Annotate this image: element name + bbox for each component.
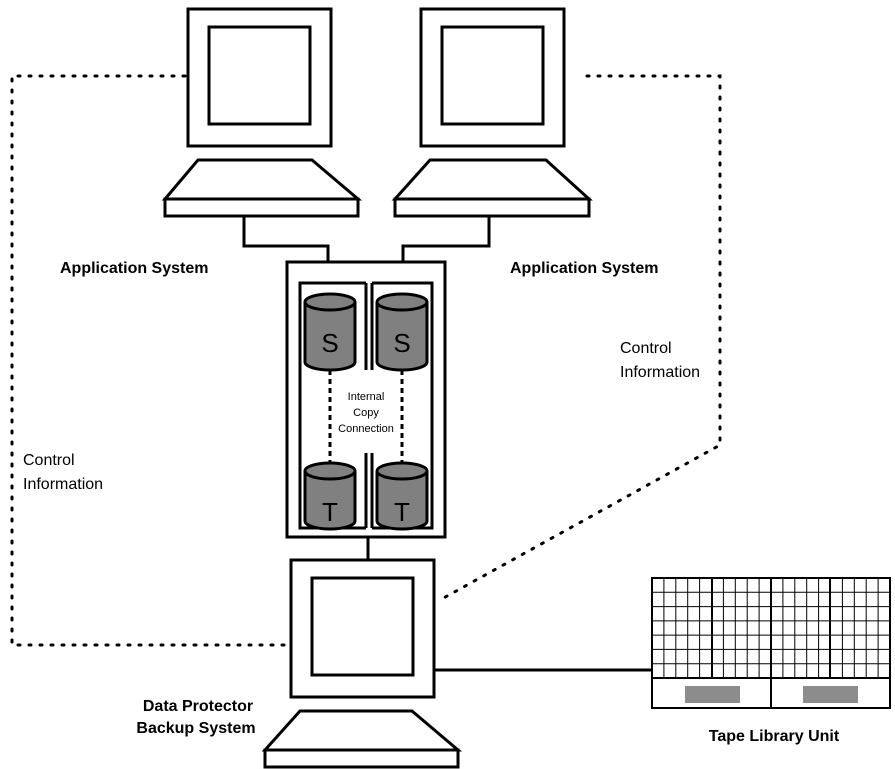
disk-letter-s-left: S <box>321 328 338 358</box>
tape-drive-slot-left <box>685 686 740 703</box>
target-disk-right: T <box>375 461 429 531</box>
disk-letter-t-left: T <box>322 497 338 527</box>
tape-drive-slot-right <box>803 686 858 703</box>
tape-library-unit <box>651 577 891 709</box>
source-disk-left: S <box>303 292 357 372</box>
internal-copy-links <box>328 370 404 463</box>
target-disk-left: T <box>303 461 357 531</box>
label-control-info-left-line2: Information <box>23 476 103 493</box>
label-internal-copy-line3: Connection <box>338 423 394 435</box>
application-system-left <box>161 7 363 218</box>
backup-system <box>261 558 463 769</box>
source-disk-right: S <box>375 292 429 372</box>
label-control-info-right-line2: Information <box>620 364 700 381</box>
control-path-right <box>438 74 722 602</box>
disk-letter-t-right: T <box>394 497 410 527</box>
disk-letter-s-right: S <box>393 328 410 358</box>
label-backup-system-line2: Backup System <box>136 720 255 737</box>
application-system-right <box>391 7 593 218</box>
label-internal-copy-line1: Internal <box>348 391 385 403</box>
label-control-info-left-line1: Control <box>23 452 75 469</box>
app-to-storage-links <box>242 216 491 262</box>
label-control-info-right-line1: Control <box>620 340 672 357</box>
control-path-left <box>10 74 287 647</box>
label-application-system-left: Application System <box>60 260 208 277</box>
label-internal-copy-line2: Copy <box>353 407 379 419</box>
label-application-system-right: Application System <box>510 260 658 277</box>
label-tape-library-unit: Tape Library Unit <box>709 728 840 745</box>
label-backup-system-line1: Data Protector <box>143 698 253 715</box>
